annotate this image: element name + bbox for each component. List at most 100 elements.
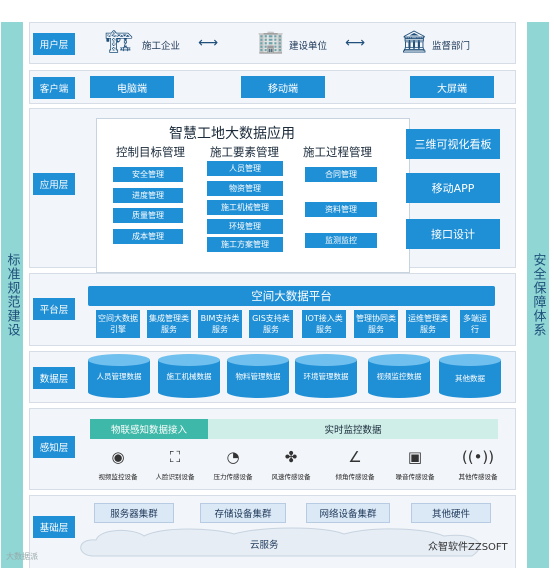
data-cylinder — [368, 354, 430, 398]
app-item-cost: 成本管理 — [113, 229, 183, 244]
device-label: 风速传感设备 — [271, 473, 311, 481]
device-pressure: ◔ 压力传感设备 — [198, 449, 268, 481]
device-label: 其他传感设备 — [458, 473, 498, 481]
sense-tab-realtime: 实时监控数据 — [208, 419, 498, 439]
app-item-safety: 安全管理 — [113, 167, 183, 182]
double-arrow-icon: ⟷ — [345, 35, 366, 51]
platform-service: GIS支持类服务 — [249, 310, 293, 338]
app-layer-label: 应用层 — [33, 173, 75, 195]
app-item-documents: 资料管理 — [305, 202, 377, 217]
base-layer: 基础层 服务器集群 存储设备集群 网络设备集群 其他硬件 云服务 — [29, 495, 516, 568]
data-cylinder — [88, 354, 150, 398]
user-item-contractor: 施工企业 — [142, 41, 181, 52]
fan-icon: ✤ — [284, 448, 298, 466]
tilt-icon: ∠ — [348, 448, 362, 466]
base-item-other-hardware: 其他硬件 — [411, 503, 491, 523]
data-cylinder — [295, 354, 357, 398]
data-item-machinery: 施工机械数据 — [166, 372, 212, 381]
sense-tab-iot: 物联感知数据接入 — [90, 419, 208, 439]
device-tilt: ∠ 倾角传感设备 — [320, 449, 390, 481]
standards-label: 标准规范建设 — [4, 253, 20, 337]
app-item-monitoring: 监测监控 — [305, 233, 377, 248]
app-item-progress: 进度管理 — [113, 188, 183, 203]
building-icon: 🏢 — [257, 30, 285, 55]
device-label: 视频监控设备 — [98, 473, 138, 481]
platform-service: BIM支持类服务 — [198, 310, 242, 338]
client-bigscreen: 大屏端 — [410, 76, 494, 98]
sense-layer-label: 感知层 — [33, 436, 75, 458]
data-cylinders — [88, 354, 501, 398]
security-label: 安全保障体系 — [530, 253, 546, 337]
app-3d-dashboard: 三维可视化看板 — [406, 129, 500, 159]
device-wind: ✤ 风速传感设备 — [256, 449, 326, 481]
user-item-supervisor: 监督部门 — [432, 41, 471, 52]
noise-icon: ▣ — [407, 448, 423, 466]
data-layer: 数据层 人员管理数据 施工机械数据 物料管理数据 环境管理数据 视频监控数据 其… — [29, 351, 516, 403]
base-item-servers: 服务器集群 — [94, 503, 174, 523]
user-item-owner: 建设单位 — [289, 41, 328, 52]
platform-service: 空间大数据引擎 — [96, 310, 140, 338]
data-item-materials: 物料管理数据 — [235, 372, 281, 381]
device-camera: ◉ 视频监控设备 — [83, 449, 153, 481]
cloud-service-label: 云服务 — [250, 540, 279, 551]
platform-service: 运维管理类服务 — [406, 310, 450, 338]
platform-service: 集成管理类服务 — [147, 310, 191, 338]
device-label: 压力传感设备 — [213, 473, 253, 481]
client-mobile: 移动端 — [241, 76, 325, 98]
cloud-shape — [80, 527, 480, 557]
app-item-personnel: 人员管理 — [207, 161, 283, 176]
gauge-icon: ◔ — [226, 448, 240, 466]
app-panel: 智慧工地大数据应用 控制目标管理 安全管理 进度管理 质量管理 成本管理 施工要… — [96, 118, 410, 273]
platform-title-bar: 空间大数据平台 — [88, 286, 495, 306]
client-layer-label: 客户端 — [33, 77, 75, 99]
data-item-video: 视频监控数据 — [376, 372, 422, 381]
face-scan-icon: ⛶ — [169, 448, 181, 466]
device-face: ⛶ 人脸识别设备 — [140, 449, 210, 481]
data-layer-label: 数据层 — [33, 367, 75, 389]
data-cylinder — [227, 354, 289, 398]
user-layer-label: 用户层 — [33, 33, 75, 55]
app-item-contract: 合同管理 — [305, 167, 377, 182]
platform-service: IOT接入类服务 — [302, 310, 346, 338]
device-label: 人脸识别设备 — [155, 473, 195, 481]
base-layer-label: 基础层 — [33, 516, 75, 538]
app-item-quality: 质量管理 — [113, 208, 183, 223]
double-arrow-icon: ⟷ — [198, 35, 219, 51]
watermark-left: 大数据派 — [6, 552, 38, 561]
camera-icon: ◉ — [111, 448, 125, 466]
app-item-machinery: 施工机械管理 — [207, 200, 283, 215]
app-item-environment: 环境管理 — [207, 219, 283, 234]
data-cylinder — [158, 354, 220, 398]
app-layer: 应用层 智慧工地大数据应用 控制目标管理 安全管理 进度管理 质量管理 成本管理… — [29, 108, 516, 273]
crane-icon: 🏗 — [105, 30, 133, 55]
app-item-materials: 物资管理 — [207, 181, 283, 196]
app-interface-design: 接口设计 — [406, 219, 500, 249]
watermark-right: 众智软件ZZSOFT — [428, 542, 508, 553]
app-item-plan: 施工方案管理 — [207, 237, 283, 252]
platform-layer: 平台层 空间大数据平台 空间大数据引擎 集成管理类服务 BIM支持类服务 GIS… — [29, 273, 516, 346]
group-title-elements: 施工要素管理 — [210, 145, 279, 159]
device-other: ((•)) 其他传感设备 — [443, 449, 513, 481]
device-label: 倾角传感设备 — [335, 473, 375, 481]
standards-sidebar: 标准规范建设 — [1, 22, 23, 568]
signal-icon: ((•)) — [461, 448, 495, 466]
group-title-control: 控制目标管理 — [116, 145, 185, 159]
device-noise: ▣ 噪音传感设备 — [380, 449, 450, 481]
base-item-network: 网络设备集群 — [306, 503, 390, 523]
government-icon: 🏛 — [400, 30, 428, 55]
data-item-personnel: 人员管理数据 — [96, 372, 142, 381]
security-sidebar: 安全保障体系 — [527, 22, 549, 568]
client-layer: 客户端 电脑端 移动端 大屏端 — [29, 70, 516, 104]
base-item-storage: 存储设备集群 — [200, 503, 286, 523]
user-layer: 用户层 🏗 施工企业 ⟷ 🏢 建设单位 ⟷ 🏛 监督部门 — [29, 22, 516, 64]
platform-service: 多端运行 — [460, 310, 490, 338]
app-mobile-app: 移动APP — [406, 173, 500, 203]
sense-layer: 感知层 物联感知数据接入 实时监控数据 ◉ 视频监控设备 ⛶ 人脸识别设备 ◔ 压力传… — [29, 408, 516, 490]
platform-service: 管理协同类服务 — [354, 310, 398, 338]
client-desktop: 电脑端 — [90, 76, 174, 98]
data-item-environment: 环境管理数据 — [303, 372, 349, 381]
platform-layer-label: 平台层 — [33, 298, 75, 320]
device-label: 噪音传感设备 — [395, 473, 435, 481]
group-title-process: 施工过程管理 — [303, 145, 372, 159]
data-cylinder — [439, 354, 501, 398]
